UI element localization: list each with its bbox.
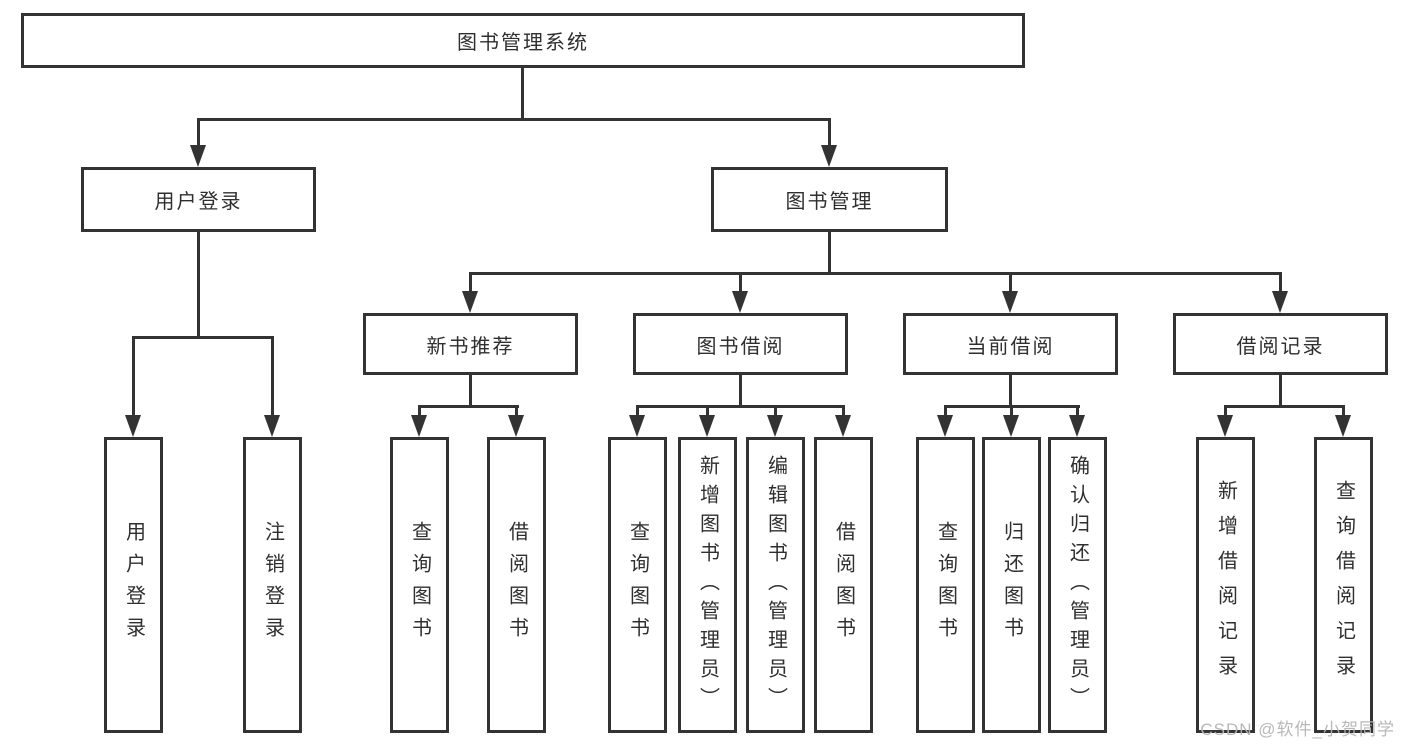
arrow-down-icon xyxy=(462,291,478,313)
arrow-down-icon xyxy=(411,415,427,437)
node-new-book-recommend-label: 新书推荐 xyxy=(426,335,515,358)
leaf-query-books-borrow-label: 查询图书 xyxy=(626,521,649,649)
node-borrow-records-label: 借阅记录 xyxy=(1236,335,1325,358)
arrow-down-icon xyxy=(835,415,851,437)
arrow-down-icon xyxy=(1272,291,1288,313)
connector-to-leaf xyxy=(1342,405,1345,419)
arrow-down-icon xyxy=(1002,291,1018,313)
connector-to-section xyxy=(1009,272,1012,293)
connector-to-leaf xyxy=(1076,405,1079,419)
connector-section-stem xyxy=(739,373,742,407)
connector-section-children xyxy=(636,405,845,408)
connector-to-leaf xyxy=(706,405,709,419)
node-user-login-label: 用户登录 xyxy=(154,191,243,213)
node-book-borrow: 图书借阅 xyxy=(633,313,848,375)
node-new-book-recommend: 新书推荐 xyxy=(363,313,578,375)
connector-to-leaf xyxy=(1010,405,1013,419)
arrow-down-icon xyxy=(1217,415,1233,437)
connector-section-children xyxy=(1224,405,1345,408)
node-book-management: 图书管理 xyxy=(711,167,948,232)
leaf-edit-books-admin: 编辑图书（管理员） xyxy=(746,437,805,733)
node-book-management-label: 图书管理 xyxy=(785,191,874,213)
arrow-down-icon xyxy=(1069,415,1085,437)
leaf-logout: 注销登录 xyxy=(243,437,302,733)
node-root-label: 图书管理系统 xyxy=(457,32,589,54)
arrow-down-icon xyxy=(732,291,748,313)
node-current-borrow-label: 当前借阅 xyxy=(966,335,1055,358)
connector-to-book-management xyxy=(828,118,831,147)
node-book-borrow-label: 图书借阅 xyxy=(696,335,785,358)
connector-section-stem xyxy=(469,373,472,407)
connector-to-leaf xyxy=(1224,405,1227,419)
node-root: 图书管理系统 xyxy=(21,13,1025,68)
leaf-borrow-books: 借阅图书 xyxy=(814,437,873,733)
connector-level1 xyxy=(197,118,831,121)
leaf-borrow-books-recommend: 借阅图书 xyxy=(487,437,546,733)
node-borrow-records: 借阅记录 xyxy=(1173,313,1388,375)
connector-section-children xyxy=(418,405,519,408)
connector-book-management-stem xyxy=(828,230,831,274)
connector-to-leaf xyxy=(418,405,421,419)
arrow-down-icon xyxy=(125,415,141,437)
connector-to-user-login xyxy=(197,118,200,147)
leaf-borrow-books-recommend-label: 借阅图书 xyxy=(505,521,528,649)
leaf-query-borrow-record: 查询借阅记录 xyxy=(1314,437,1373,733)
connector-to-section xyxy=(1279,272,1282,293)
leaf-add-books-admin: 新增图书（管理员） xyxy=(678,437,737,733)
arrow-down-icon xyxy=(508,415,524,437)
leaf-query-borrow-record-label: 查询借阅记录 xyxy=(1332,480,1355,690)
connector-root-stem xyxy=(521,68,524,119)
leaf-logout-label: 注销登录 xyxy=(261,521,284,649)
arrow-down-icon xyxy=(190,145,206,167)
arrow-down-icon xyxy=(264,415,280,437)
connector-section-stem xyxy=(1009,373,1012,407)
connector-section-stem xyxy=(1279,373,1282,407)
connector-to-section xyxy=(469,272,472,293)
leaf-query-books-recommend-label: 查询图书 xyxy=(408,521,431,649)
leaf-return-books: 归还图书 xyxy=(982,437,1041,733)
leaf-query-books-current-label: 查询图书 xyxy=(934,521,957,649)
leaf-confirm-return-admin-label: 确认归还（管理员） xyxy=(1066,454,1089,716)
leaf-user-login-label: 用户登录 xyxy=(122,521,145,649)
connector-to-leaf xyxy=(944,405,947,419)
node-current-borrow: 当前借阅 xyxy=(903,313,1118,375)
connector-user-login-children xyxy=(132,336,274,339)
arrow-down-icon xyxy=(821,145,837,167)
leaf-edit-books-admin-label: 编辑图书（管理员） xyxy=(764,454,787,716)
leaf-confirm-return-admin: 确认归还（管理员） xyxy=(1048,437,1107,733)
leaf-query-books-borrow: 查询图书 xyxy=(608,437,667,733)
connector-to-leaf xyxy=(774,405,777,419)
connector-to-section xyxy=(739,272,742,293)
connector-level2 xyxy=(469,272,1282,275)
connector-to-leaf xyxy=(842,405,845,419)
connector-to-leaf xyxy=(515,405,518,419)
leaf-query-books-current: 查询图书 xyxy=(916,437,975,733)
leaf-add-books-admin-label: 新增图书（管理员） xyxy=(696,454,719,716)
leaf-borrow-books-label: 借阅图书 xyxy=(832,521,855,649)
arrow-down-icon xyxy=(937,415,953,437)
leaf-query-books-recommend: 查询图书 xyxy=(390,437,449,733)
arrow-down-icon xyxy=(629,415,645,437)
connector-to-leaf xyxy=(132,336,135,416)
node-user-login: 用户登录 xyxy=(81,167,316,232)
csdn-watermark: CSDN @软件_小贺同学 xyxy=(1200,720,1395,739)
leaf-return-books-label: 归还图书 xyxy=(1000,521,1023,649)
arrow-down-icon xyxy=(767,415,783,437)
arrow-down-icon xyxy=(699,415,715,437)
connector-to-leaf xyxy=(271,336,274,416)
arrow-down-icon xyxy=(1003,415,1019,437)
leaf-user-login: 用户登录 xyxy=(104,437,163,733)
connector-to-leaf xyxy=(636,405,639,419)
leaf-add-borrow-record-label: 新增借阅记录 xyxy=(1214,480,1237,690)
arrow-down-icon xyxy=(1335,415,1351,437)
leaf-add-borrow-record: 新增借阅记录 xyxy=(1196,437,1255,733)
connector-user-login-stem xyxy=(197,230,200,336)
